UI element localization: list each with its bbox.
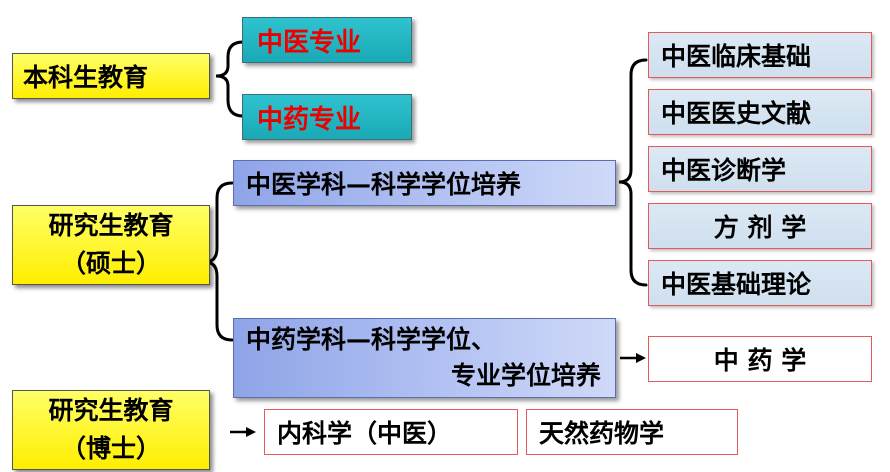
program-label-tcm: 中医专业 (257, 27, 362, 58)
subject-box-medical-history: 中医医史文献 (648, 89, 872, 135)
subject-label: 中医基础理论 (661, 270, 812, 299)
subject-label: 中医医史文献 (661, 99, 812, 128)
arrow-pharm-head (636, 353, 646, 363)
discipline-box-tcm: 中医学科—科学学位培养 (233, 160, 616, 206)
master-label-box: 研究生教育 （硕士） (12, 205, 210, 285)
subject-label: 中医诊断学 (661, 156, 787, 185)
doctor-subject-box-internal-medicine: 内科学（中医） (264, 409, 518, 455)
program-label-pharm: 中药专业 (257, 104, 362, 135)
subject-label-pharmacy: 中 药 学 (713, 346, 807, 375)
program-box-pharm: 中药专业 (242, 94, 412, 140)
discipline-label-tcm: 中医学科—科学学位培养 (246, 170, 522, 199)
brace-tcm-subjects (618, 58, 648, 287)
doctor-subject-label: 天然药物学 (539, 419, 665, 448)
subject-box-prescriptions: 方 剂 学 (648, 203, 872, 249)
discipline-label-pharm-line1: 中药学科—科学学位、 (246, 325, 497, 354)
doctor-label-line1: 研究生教育 (48, 396, 174, 425)
doctor-subject-box-natural-medicine: 天然药物学 (526, 409, 738, 455)
undergrad-label: 本科生教育 (23, 63, 149, 92)
master-label-line2: （硕士） (60, 249, 161, 278)
master-label-line1: 研究生教育 (48, 211, 174, 240)
subject-label: 方 剂 学 (713, 213, 807, 242)
doctor-label-box: 研究生教育 （博士） (12, 390, 210, 470)
undergrad-label-box: 本科生教育 (12, 53, 210, 99)
subject-box-diagnostics: 中医诊断学 (648, 146, 872, 192)
program-box-tcm: 中医专业 (242, 17, 412, 63)
subject-box-basic-theory: 中医基础理论 (648, 260, 872, 306)
doctor-label-line2: （博士） (60, 434, 161, 463)
subject-box-pharmacy: 中 药 学 (648, 336, 872, 382)
arrow-doctor-head (246, 427, 256, 437)
brace-undergrad (215, 40, 245, 118)
discipline-label-pharm-line2: 专业学位培养 (450, 361, 601, 390)
subject-box-clinical-basis: 中医临床基础 (648, 32, 872, 78)
discipline-box-pharm: 中药学科—科学学位、 专业学位培养 (233, 318, 616, 398)
doctor-subject-label: 内科学（中医） (277, 419, 453, 448)
subject-label: 中医临床基础 (661, 42, 812, 71)
